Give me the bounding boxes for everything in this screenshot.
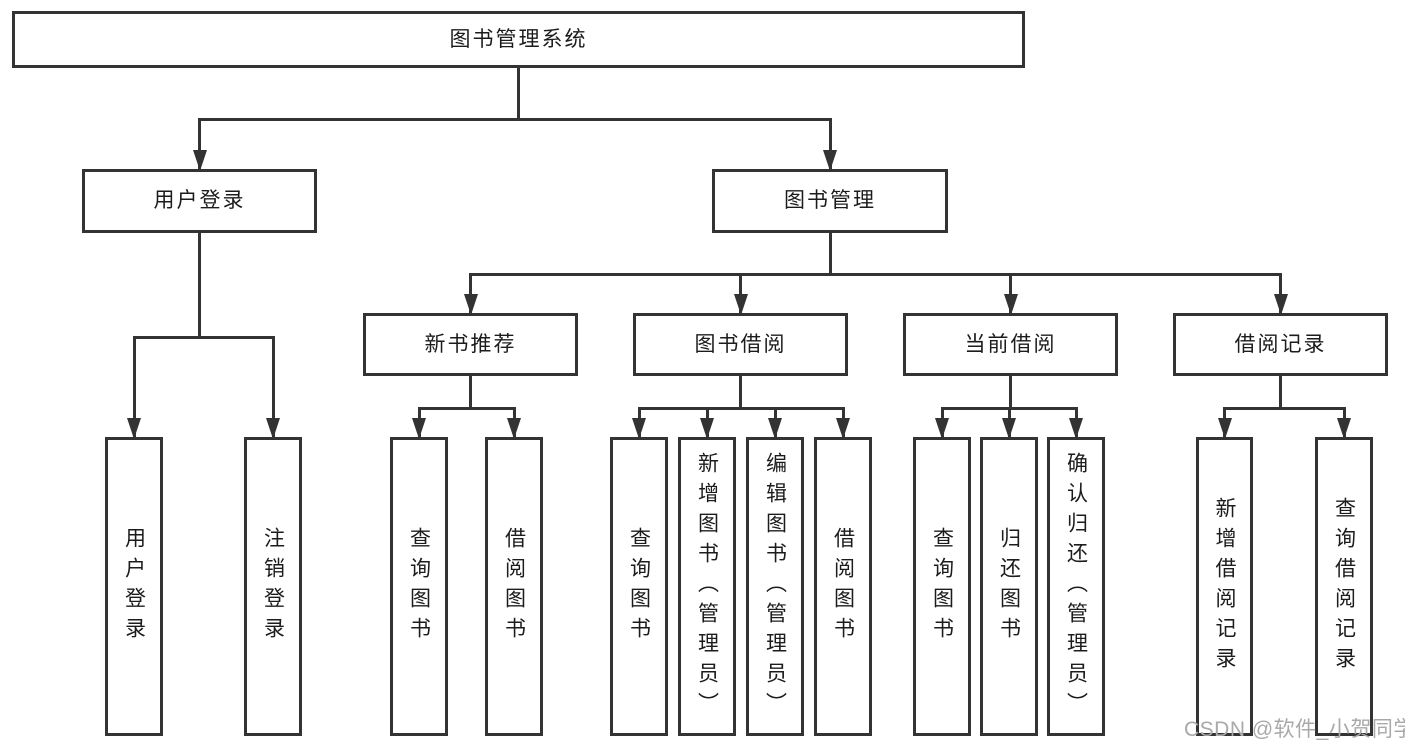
diagram-node-label: 归还图书 (997, 526, 1021, 647)
diagram-node-leaf-add-record: 新增借阅记录 (1196, 437, 1253, 736)
diagram-node-borrow-records: 借阅记录 (1173, 313, 1388, 376)
arrow-head (127, 418, 141, 439)
connector-splitter (1223, 407, 1346, 410)
diagram-node-label: 新书推荐 (424, 332, 517, 356)
diagram-node-label: 查询图书 (627, 526, 651, 647)
connector-stem (739, 376, 742, 410)
arrow-head (700, 418, 714, 439)
diagram-node-label: 确认归还（管理员） (1064, 451, 1088, 722)
diagram-node-user-login: 用户登录 (82, 169, 317, 233)
connector-drop (1279, 273, 1282, 313)
connector-drop (1009, 273, 1012, 313)
connector-drop (828, 118, 832, 169)
diagram-node-label: 查询图书 (407, 526, 431, 647)
diagram-node-current-borrow: 当前借阅 (903, 313, 1118, 376)
diagram-node-label: 查询借阅记录 (1332, 496, 1356, 677)
diagram-node-label: 用户登录 (122, 526, 146, 647)
diagram-node-label: 图书借阅 (694, 332, 787, 356)
connector-stem (828, 233, 832, 276)
arrow-head (836, 418, 850, 439)
diagram-node-leaf-return-book: 归还图书 (980, 437, 1038, 736)
diagram-node-label: 图书管理系统 (449, 27, 588, 51)
connector-drop (198, 118, 201, 169)
arrow-head (1217, 418, 1232, 439)
diagram-node-label: 当前借阅 (964, 332, 1057, 356)
arrow-head (733, 294, 748, 315)
diagram-node-book-borrow: 图书借阅 (633, 313, 848, 376)
connector-drop (271, 336, 275, 437)
diagram-node-leaf-query-book-1: 查询图书 (390, 437, 448, 736)
diagram-node-leaf-confirm-return: 确认归还（管理员） (1047, 437, 1105, 736)
connector-splitter (469, 273, 1282, 276)
diagram-node-leaf-borrow-book-1: 借阅图书 (485, 437, 543, 736)
connector-stem (469, 376, 472, 410)
arrow-head (1069, 418, 1083, 439)
arrow-head (1337, 418, 1351, 439)
diagram-node-leaf-edit-book: 编辑图书（管理员） (746, 437, 804, 736)
watermark: CSDN @软件_小贺同学 (1184, 718, 1405, 741)
connector-stem (198, 233, 201, 339)
diagram-node-label: 借阅记录 (1234, 332, 1327, 356)
connector-splitter (132, 336, 275, 339)
diagram-node-leaf-query-book-2: 查询图书 (610, 437, 668, 736)
arrow-head (1002, 418, 1016, 439)
connector-drop (739, 273, 742, 313)
diagram-node-label: 图书管理 (784, 189, 876, 213)
diagram-node-leaf-query-record: 查询借阅记录 (1315, 437, 1373, 736)
diagram-node-root: 图书管理系统 (12, 11, 1025, 68)
diagram-node-leaf-user-login: 用户登录 (105, 437, 163, 736)
diagram-node-label: 新增图书（管理员） (695, 451, 719, 722)
arrow-head (1273, 294, 1288, 315)
diagram-node-leaf-add-book: 新增图书（管理员） (678, 437, 736, 736)
arrow-head (823, 150, 837, 171)
connector-stem (517, 68, 520, 121)
arrow-head (768, 418, 782, 439)
connector-stem (1279, 376, 1282, 410)
diagram-node-leaf-logout: 注销登录 (244, 437, 302, 736)
arrow-head (266, 418, 280, 439)
arrow-head (935, 418, 949, 439)
diagram-node-leaf-borrow-book-2: 借阅图书 (814, 437, 872, 736)
connector-splitter (637, 407, 845, 410)
arrow-head (507, 418, 521, 439)
connector-drop (469, 273, 472, 313)
arrow-head (1003, 294, 1018, 315)
connector-stem (1009, 376, 1012, 410)
arrow-head (463, 294, 478, 315)
diagram-node-label: 借阅图书 (831, 526, 855, 647)
arrow-head (192, 150, 207, 171)
diagram-node-label: 借阅图书 (502, 526, 526, 647)
diagram-node-label: 注销登录 (261, 526, 285, 647)
connector-drop (132, 336, 136, 437)
arrow-head (632, 418, 646, 439)
diagram-node-leaf-query-book-3: 查询图书 (913, 437, 971, 736)
connector-splitter (417, 407, 516, 410)
connector-splitter (198, 118, 832, 121)
diagram-node-label: 用户登录 (153, 189, 246, 213)
diagram-node-book-mgmt: 图书管理 (712, 169, 948, 233)
diagram-node-label: 查询图书 (930, 526, 954, 647)
diagram-node-label: 编辑图书（管理员） (763, 451, 787, 722)
diagram-node-new-book-rec: 新书推荐 (363, 313, 578, 376)
diagram-node-label: 新增借阅记录 (1213, 496, 1236, 677)
arrow-head (412, 418, 426, 439)
